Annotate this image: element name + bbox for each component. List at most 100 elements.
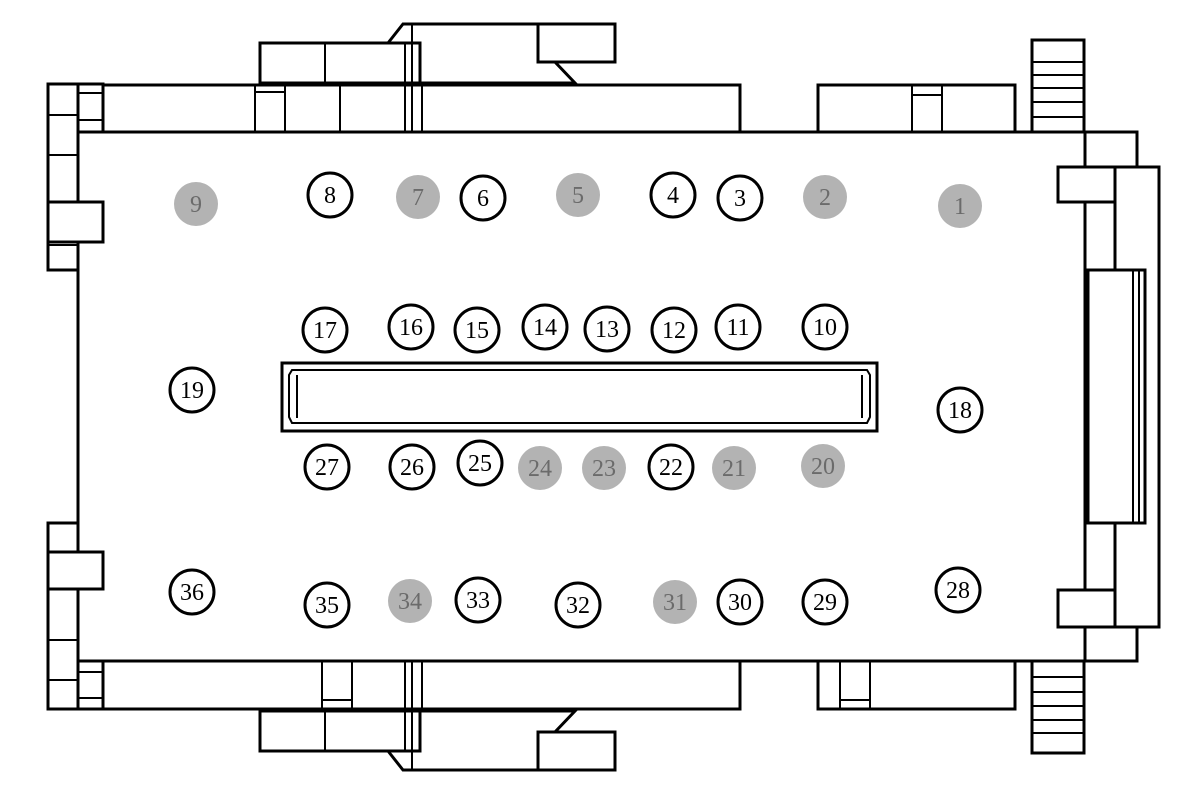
pin-circle bbox=[712, 446, 756, 490]
pin-label: 33 bbox=[466, 588, 490, 614]
top-latch bbox=[258, 22, 617, 85]
right-side-assembly bbox=[1030, 38, 1161, 755]
pin-label: 23 bbox=[592, 456, 616, 482]
pin-label: 11 bbox=[726, 315, 749, 341]
pin-label: 16 bbox=[399, 315, 423, 341]
pin-circle bbox=[453, 306, 501, 354]
pin-layer: 1234567891011121314151617181920212223242… bbox=[168, 171, 984, 629]
pin-34: 34 bbox=[388, 579, 432, 623]
pin-circle bbox=[388, 443, 436, 491]
pin-circle bbox=[582, 446, 626, 490]
pin-circle bbox=[649, 171, 697, 219]
pin-circle bbox=[174, 182, 218, 226]
pin-18: 18 bbox=[936, 386, 984, 434]
pin-label: 20 bbox=[811, 454, 835, 480]
pin-circle bbox=[801, 578, 849, 626]
pin-label: 4 bbox=[667, 183, 679, 209]
pin-label: 22 bbox=[659, 455, 683, 481]
pin-label: 1 bbox=[954, 194, 966, 220]
pin-21: 21 bbox=[712, 446, 756, 490]
pin-circle bbox=[716, 174, 764, 222]
pin-33: 33 bbox=[454, 576, 502, 624]
pin-circle bbox=[650, 306, 698, 354]
pin-13: 13 bbox=[583, 305, 631, 353]
pin-circle bbox=[714, 303, 762, 351]
pin-circle bbox=[303, 581, 351, 629]
bottom-latch bbox=[258, 709, 617, 772]
pin-label: 35 bbox=[315, 593, 339, 619]
pin-circle bbox=[554, 581, 602, 629]
pin-8: 8 bbox=[306, 171, 354, 219]
pin-11: 11 bbox=[714, 303, 762, 351]
pin-circle bbox=[801, 303, 849, 351]
pin-label: 8 bbox=[324, 183, 336, 209]
pin-circle bbox=[803, 175, 847, 219]
pin-5: 5 bbox=[556, 173, 600, 217]
pin-22: 22 bbox=[647, 443, 695, 491]
pin-label: 32 bbox=[566, 593, 590, 619]
left-side-tabs bbox=[46, 82, 105, 711]
central-slot bbox=[280, 361, 879, 433]
pin-24: 24 bbox=[518, 446, 562, 490]
pin-17: 17 bbox=[301, 306, 349, 354]
pin-label: 36 bbox=[180, 580, 204, 606]
pin-7: 7 bbox=[396, 175, 440, 219]
pin-label: 14 bbox=[533, 315, 557, 341]
pin-circle bbox=[934, 566, 982, 614]
pin-35: 35 bbox=[303, 581, 351, 629]
pin-circle bbox=[456, 439, 504, 487]
pin-circle bbox=[583, 305, 631, 353]
pin-label: 21 bbox=[722, 456, 746, 482]
pin-12: 12 bbox=[650, 306, 698, 354]
pin-circle bbox=[936, 386, 984, 434]
pin-label: 27 bbox=[315, 455, 339, 481]
pin-29: 29 bbox=[801, 578, 849, 626]
pin-28: 28 bbox=[934, 566, 982, 614]
pin-circle bbox=[647, 443, 695, 491]
pin-circle bbox=[303, 443, 351, 491]
pin-26: 26 bbox=[388, 443, 436, 491]
pin-label: 30 bbox=[728, 590, 752, 616]
pin-label: 17 bbox=[313, 318, 337, 344]
pin-circle bbox=[653, 580, 697, 624]
pin-label: 10 bbox=[813, 315, 837, 341]
pin-circle bbox=[556, 173, 600, 217]
pin-20: 20 bbox=[801, 444, 845, 488]
pin-circle bbox=[301, 306, 349, 354]
pin-32: 32 bbox=[554, 581, 602, 629]
pin-circle bbox=[387, 303, 435, 351]
pin-circle bbox=[168, 366, 216, 414]
pin-circle bbox=[396, 175, 440, 219]
pin-label: 5 bbox=[572, 183, 584, 209]
pin-23: 23 bbox=[582, 446, 626, 490]
pin-circle bbox=[938, 184, 982, 228]
pin-circle bbox=[801, 444, 845, 488]
pin-1: 1 bbox=[938, 184, 982, 228]
pin-circle bbox=[168, 568, 216, 616]
pin-2: 2 bbox=[803, 175, 847, 219]
pin-label: 15 bbox=[465, 318, 489, 344]
pin-label: 28 bbox=[946, 578, 970, 604]
pin-label: 12 bbox=[662, 318, 686, 344]
pin-label: 29 bbox=[813, 590, 837, 616]
connector-housing bbox=[46, 22, 1161, 772]
pin-30: 30 bbox=[716, 578, 764, 626]
pin-label: 13 bbox=[595, 317, 619, 343]
bottom-rib-right bbox=[816, 659, 1017, 711]
pin-27: 27 bbox=[303, 443, 351, 491]
pin-label: 7 bbox=[412, 185, 424, 211]
pin-9: 9 bbox=[174, 182, 218, 226]
pin-label: 31 bbox=[663, 590, 687, 616]
pin-36: 36 bbox=[168, 568, 216, 616]
pin-circle bbox=[454, 576, 502, 624]
pin-circle bbox=[459, 174, 507, 222]
pin-19: 19 bbox=[168, 366, 216, 414]
pin-label: 19 bbox=[180, 378, 204, 404]
pin-label: 3 bbox=[734, 186, 746, 212]
pin-14: 14 bbox=[521, 303, 569, 351]
pin-label: 18 bbox=[948, 398, 972, 424]
pin-label: 2 bbox=[819, 185, 831, 211]
pin-label: 9 bbox=[190, 192, 202, 218]
pin-6: 6 bbox=[459, 174, 507, 222]
